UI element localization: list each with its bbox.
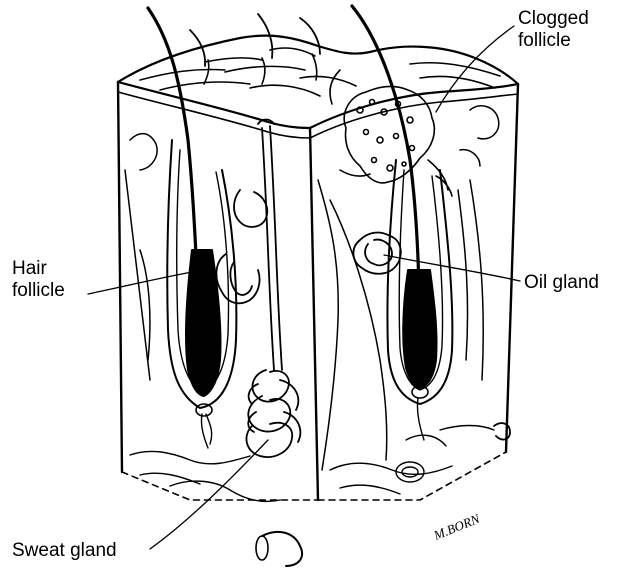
hair-follicle-label: Hair follicle <box>12 258 65 302</box>
sweat-gland-label-text: Sweat gland <box>12 540 117 562</box>
sweat-gland-label: Sweat gland <box>12 540 117 562</box>
subcutaneous-layer <box>130 423 510 566</box>
hair-follicle-label-line2: follicle <box>12 280 65 302</box>
artist-signature: M.BORN <box>431 510 483 543</box>
oil-gland-label: Oil gland <box>524 272 599 294</box>
clogged-follicle-label-line2: follicle <box>518 30 589 52</box>
label-leader-lines <box>88 26 520 549</box>
oil-gland-left <box>216 190 267 303</box>
clogged-follicle-label-line1: Clogged <box>518 8 589 30</box>
sweat-gland <box>246 120 300 458</box>
oil-gland-label-text: Oil gland <box>524 272 599 294</box>
oil-gland-right <box>353 233 400 274</box>
hair-follicle-right <box>387 160 452 440</box>
clogged-follicle-label: Clogged follicle <box>518 8 589 52</box>
skin-block-outline <box>118 36 518 500</box>
hair-follicle-left <box>167 140 236 448</box>
hair-follicle-label-line1: Hair <box>12 258 65 280</box>
